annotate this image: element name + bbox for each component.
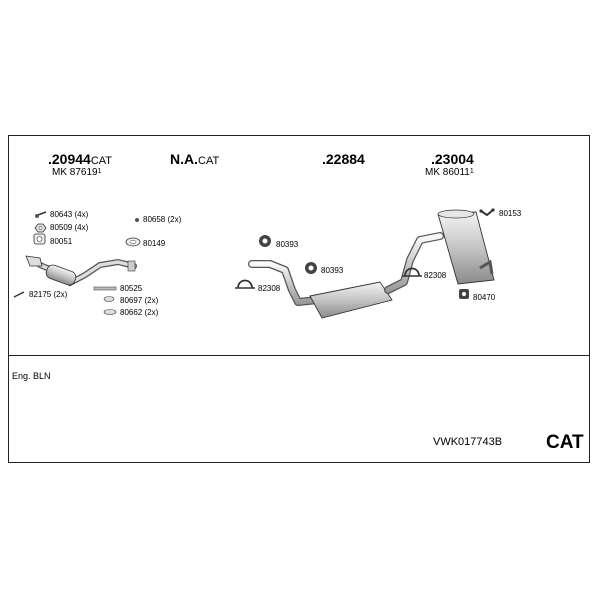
gasket-ring-icon [125, 237, 141, 247]
rubber-mount-icon [259, 235, 271, 247]
bolt-icon [135, 218, 139, 222]
part-label-80153: 80153 [499, 209, 522, 218]
part-label-80393-a: 80393 [276, 240, 299, 249]
section-divider [8, 355, 590, 356]
header-code-23004: .23004 [431, 151, 474, 167]
part-label-80643: 80643 (4x) [50, 210, 89, 219]
rubber-mount-icon [305, 262, 317, 274]
clamp-icon [235, 279, 255, 289]
hanger-bracket-icon [479, 208, 495, 217]
part-label-80393-b: 80393 [321, 266, 344, 275]
clamp-bar-icon [93, 286, 117, 291]
clamp-icon [402, 267, 422, 277]
header-code-na: N.A.CAT [170, 151, 220, 167]
header-mk-87619: MK 876191 [52, 167, 102, 178]
part-label-80509: 80509 (4x) [50, 223, 89, 232]
part-label-80658: 80658 (2x) [143, 215, 182, 224]
part-label-82308-b: 82308 [424, 271, 447, 280]
header-code-22884: .22884 [322, 151, 365, 167]
part-label-80697: 80697 (2x) [120, 296, 159, 305]
washer-icon [103, 296, 115, 302]
kit-type: CAT [546, 432, 584, 453]
gasket-icon [33, 233, 46, 245]
front-pipe-catalytic-converter [25, 255, 137, 287]
rubber-mount-icon [459, 289, 469, 299]
bolt-icon [35, 211, 47, 218]
part-label-80051: 80051 [50, 237, 73, 246]
stud-icon [13, 291, 25, 298]
kit-code: VWK017743B [433, 436, 503, 448]
header-mk-86011: MK 860111 [425, 167, 474, 178]
part-label-80149: 80149 [143, 239, 166, 248]
part-label-82175: 82175 (2x) [29, 290, 68, 299]
diagram-frame [8, 135, 590, 463]
engine-label: Eng. BLN [12, 371, 51, 381]
part-label-80525: 80525 [120, 284, 143, 293]
part-label-80470: 80470 [473, 293, 496, 302]
nut-icon [34, 223, 47, 233]
header-code-20944: .20944CAT [48, 151, 113, 167]
part-label-82308-a: 82308 [258, 284, 281, 293]
middle-silencer [248, 232, 444, 319]
part-label-80662: 80662 (2x) [120, 308, 159, 317]
rear-silencer [437, 209, 495, 285]
washer-icon [103, 309, 117, 315]
